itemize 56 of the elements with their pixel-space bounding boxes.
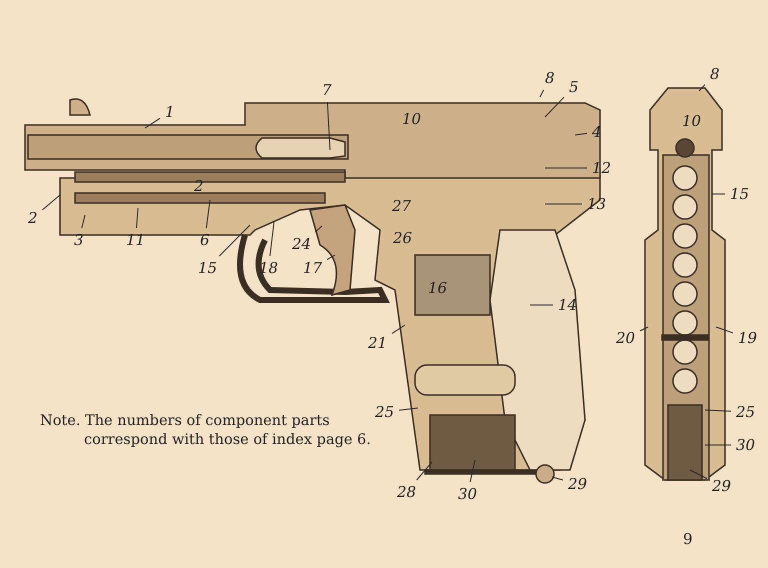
leader-line	[269, 222, 274, 256]
callout-number: 15	[730, 186, 750, 202]
leader-line	[136, 208, 138, 228]
leader-line	[540, 90, 544, 98]
leader-line	[704, 444, 732, 446]
callout-number: 1	[165, 104, 175, 120]
leader-line	[81, 214, 86, 228]
leader-line	[698, 84, 706, 92]
leader-line	[42, 194, 60, 210]
callout-number: 30	[736, 437, 756, 453]
leader-line	[206, 200, 210, 228]
leader-line	[544, 96, 564, 118]
callout-number: 29	[568, 476, 588, 492]
callout-number: 2	[194, 177, 204, 195]
callout-number: 10	[402, 110, 422, 128]
leader-line	[574, 132, 588, 136]
callout-number: 26	[393, 229, 412, 247]
callout-number: 7	[322, 82, 332, 98]
callout-number: 20	[616, 330, 636, 346]
callout-number: 10	[682, 112, 702, 130]
callout-number: 2	[28, 210, 38, 226]
callout-number: 8	[545, 70, 555, 86]
callout-number: 19	[738, 330, 758, 346]
leader-line	[530, 304, 554, 306]
note-text: Note. The numbers of component parts correspond with those of index page 6.	[40, 412, 372, 450]
leader-line	[392, 324, 406, 334]
callout-number: 21	[368, 335, 388, 351]
callout-number: 14	[558, 297, 578, 313]
leader-line	[552, 476, 564, 481]
callout-number: 24	[292, 236, 312, 252]
leader-line	[326, 254, 336, 260]
leader-line	[398, 408, 418, 411]
callout-number: 8	[710, 66, 720, 82]
callout-number: 5	[569, 79, 579, 95]
leader-line	[416, 462, 432, 480]
callout-number: 27	[392, 197, 412, 215]
leader-line	[640, 326, 648, 332]
callout-number: 29	[712, 478, 732, 494]
callout-number: 30	[458, 486, 478, 502]
callout-number: 17	[303, 260, 322, 276]
leader-line	[470, 460, 476, 482]
leader-line	[144, 118, 160, 128]
leader-line	[690, 470, 708, 480]
callout-number: 16	[428, 279, 448, 297]
leader-line	[716, 326, 734, 334]
callout-number: 3	[74, 232, 84, 248]
page-number: 9	[683, 530, 693, 548]
callout-number: 25	[736, 404, 756, 420]
leader-line	[314, 226, 322, 232]
callout-number: 11	[126, 232, 146, 248]
callout-number: 6	[200, 232, 210, 248]
callout-number: 15	[198, 260, 218, 276]
callout-number: 28	[397, 484, 416, 500]
leader-line	[704, 410, 732, 412]
callout-number: 25	[375, 404, 394, 420]
pistol-end-section-drawing	[644, 87, 726, 481]
